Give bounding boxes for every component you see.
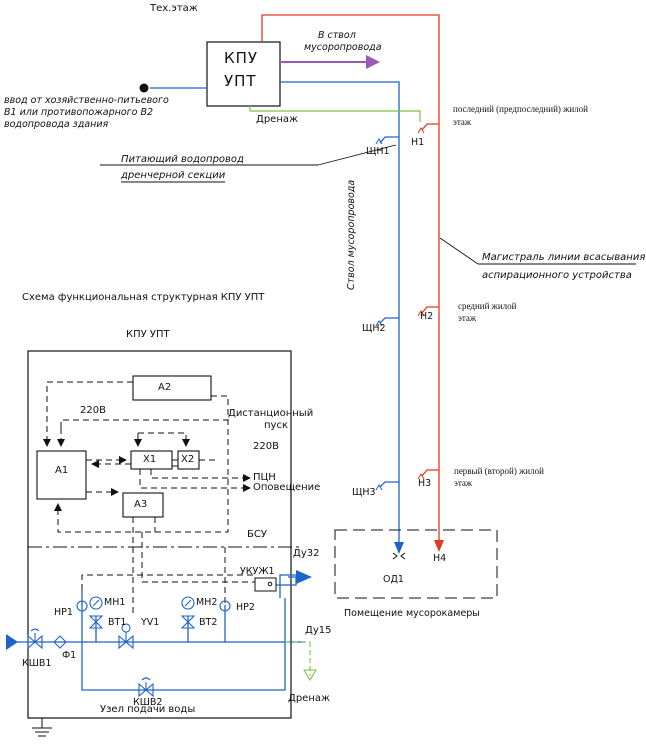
hp2-label: НР2 <box>236 602 255 613</box>
shn1-label: ЩН1 <box>366 146 390 157</box>
od1-label: ОД1 <box>383 574 404 585</box>
vt1-label: ВТ1 <box>108 617 127 628</box>
input-label-1: ввод от хозяйственно-питьевого <box>4 95 169 106</box>
main-label-1: Магистраль линии всасывания <box>482 252 646 263</box>
ukuzh1-device <box>254 577 277 592</box>
n4-label: Н4 <box>433 553 447 564</box>
aspiration-main-line <box>261 14 440 545</box>
220v-left-label: 220В <box>80 405 106 416</box>
supply-label-1: Питающий водопровод <box>121 154 244 165</box>
drain-bottom-label: Дренаж <box>288 693 330 704</box>
last-floor-label-2: этаж <box>453 117 472 127</box>
n2-label: Н2 <box>420 311 434 322</box>
block-a2 <box>132 375 212 401</box>
tech-floor-label: Тех.этаж <box>150 3 198 14</box>
kpu-box-label-2: УПТ <box>224 72 257 90</box>
vt2-label: ВТ2 <box>199 617 218 628</box>
drain-bottom-line <box>285 641 311 676</box>
water-pipe <box>8 574 305 691</box>
valve-ksv1 <box>27 634 43 650</box>
kpu-upt-title: КПУ УПТ <box>126 329 170 340</box>
inlet-arrow <box>6 634 18 650</box>
remote-label-2: пуск <box>264 420 288 431</box>
x2-label: Х2 <box>181 454 195 465</box>
room-label: Помещение мусорокамеры <box>344 608 480 619</box>
garbage-room <box>334 529 498 599</box>
220v-right-label: 220В <box>253 441 279 452</box>
ksv1-label: КШВ1 <box>22 658 52 669</box>
mn1-label: МН1 <box>104 597 126 608</box>
yv1-label: YV1 <box>141 617 160 628</box>
chute-feed-arrow <box>366 55 380 69</box>
gauge-mn2 <box>181 596 195 610</box>
mid-floor-label-2: этаж <box>458 313 477 323</box>
valve-vt2 <box>180 615 196 629</box>
f1-label: Ф1 <box>62 650 77 661</box>
chute-in-label-1: В ствол <box>318 30 356 41</box>
od1-arrow <box>394 542 404 554</box>
mid-floor-label-1: средний жилой <box>458 301 517 311</box>
kpu-upt-unit <box>206 41 281 107</box>
ukuzh1-label: УКУЖ1 <box>240 566 275 577</box>
shn3-label: ЩН3 <box>352 487 376 498</box>
du15-label: Ду15 <box>305 625 332 636</box>
scheme-title: Схема функциональная структурная КПУ УПТ <box>22 292 265 303</box>
n3-label: Н3 <box>418 478 432 489</box>
shn2-label: ЩН2 <box>362 323 386 334</box>
mn2-label: МН2 <box>196 597 218 608</box>
water-input-point <box>139 83 149 93</box>
drain-top-label: Дренаж <box>256 114 298 125</box>
pcn-label: ПЦН <box>253 472 276 483</box>
ground-icon <box>32 718 52 737</box>
outlet-du32-arrow <box>296 570 312 584</box>
valve-vt1 <box>88 615 104 629</box>
sprinkler-supply-line <box>150 81 400 548</box>
du32-label: Ду32 <box>293 548 320 559</box>
input-label-3: водопровода здания <box>4 119 109 130</box>
sensor-hp1 <box>76 600 88 612</box>
n1-label: Н1 <box>411 137 425 148</box>
first-floor-label-2: этаж <box>454 478 473 488</box>
n4-arrow <box>434 540 444 552</box>
x1-label: Х1 <box>143 454 157 465</box>
supply-label-2: дренчерной секции <box>121 170 226 181</box>
sensor-hp2 <box>219 600 231 612</box>
a3-label: А3 <box>134 499 148 510</box>
block-a3 <box>122 492 164 518</box>
gauge-mn1 <box>89 596 103 610</box>
chute-vertical-label: Ствол мусоропровода <box>346 179 357 290</box>
od1-valve <box>392 552 406 560</box>
a1-label: А1 <box>55 465 69 476</box>
bsu-label: БСУ <box>247 529 267 540</box>
kpu-upt-enclosure <box>27 350 292 719</box>
valve-ksv2 <box>138 682 154 698</box>
block-a1 <box>36 450 87 500</box>
water-unit-label: Узел подачи воды <box>100 704 196 715</box>
filter-f1 <box>53 635 67 649</box>
hp1-label: НР1 <box>54 607 73 618</box>
chute-in-label-2: мусоропровода <box>304 42 382 53</box>
alert-label: Оповещение <box>253 482 321 493</box>
ksv2-label: КШВ2 <box>133 697 163 708</box>
kpu-box-label-1: КПУ <box>224 49 259 67</box>
last-floor-label-1: последний (предпоследний) жилой <box>453 104 588 114</box>
input-label-2: В1 или противопожарного В2 <box>4 107 154 118</box>
first-floor-label-1: первый (второй) жилой <box>454 466 544 476</box>
a2-label: А2 <box>158 382 172 393</box>
main-label-2: аспирационного устройства <box>482 270 632 281</box>
remote-label-1: Дистанционный <box>228 408 314 419</box>
solenoid-yv1 <box>118 634 134 650</box>
drain-top-line <box>249 106 421 122</box>
